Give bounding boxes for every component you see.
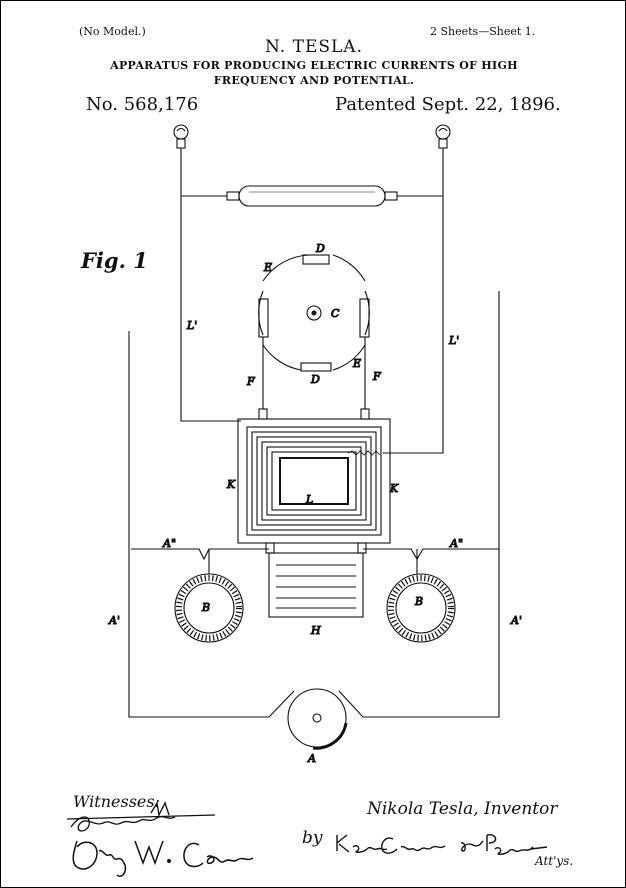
label-d-bottom: D — [310, 373, 320, 386]
label-b-left: B — [201, 601, 210, 614]
no-model-note: (No Model.) — [79, 25, 146, 38]
label-b-right: B — [414, 595, 423, 608]
label-e-right: E — [352, 357, 361, 370]
lamp-right-icon — [435, 124, 451, 153]
witnesses-heading: Witnesses: — [73, 792, 160, 811]
label-f-right: F — [372, 370, 381, 383]
inventor-signature: Nikola Tesla, Inventor — [367, 799, 558, 819]
generator-a-icon — [287, 688, 348, 750]
inventor-heading: N. TESLA. — [265, 37, 363, 57]
label-d-top: D — [315, 242, 325, 255]
lamp-left-icon — [173, 124, 189, 153]
figure-label: Fig. 1 — [81, 248, 148, 273]
witness-signature-2 — [72, 840, 254, 877]
label-a: A — [307, 752, 316, 765]
label-l: L — [305, 493, 313, 506]
label-h: H — [310, 624, 321, 637]
label-a-prime-left: A' — [108, 614, 120, 627]
label-f-left: F — [246, 375, 255, 388]
label-a-double-left: A" — [162, 537, 176, 550]
vacuum-tube-icon — [181, 185, 443, 207]
label-l-prime-right: L' — [448, 334, 459, 347]
patent-date: Patented Sept. 22, 1896. — [335, 94, 561, 115]
line-a-double-left — [131, 548, 269, 561]
toroid-coil-left-icon — [174, 573, 244, 643]
terminal-top-right — [360, 408, 370, 420]
outer-wire-left — [128, 331, 295, 718]
terminal-bottom-right — [357, 542, 367, 554]
capacitor-h-icon — [268, 552, 364, 618]
transformer-coil-icon — [237, 418, 391, 544]
commutator-disc-icon — [258, 254, 370, 372]
label-a-double-right: A" — [449, 537, 463, 550]
label-c: C — [331, 307, 340, 320]
terminal-bottom-left — [265, 542, 275, 554]
patent-title-line-2: FREQUENCY AND POTENTIAL. — [213, 74, 415, 87]
patent-number: No. 568,176 — [86, 94, 199, 115]
sheet-count: 2 Sheets—Sheet 1. — [430, 25, 536, 38]
line-l-prime-right — [383, 153, 444, 454]
attys-label: Att'ys. — [535, 854, 574, 868]
outer-wire-right — [338, 291, 500, 718]
label-e-left: E — [263, 261, 272, 274]
patent-title-line-1: APPARATUS FOR PRODUCING ELECTRIC CURRENT… — [110, 59, 518, 72]
label-k-left: K — [226, 478, 236, 491]
by-label: by — [302, 828, 323, 848]
label-k-right: K — [389, 482, 399, 495]
line-a-double-right — [363, 548, 499, 561]
witness-signature-1 — [66, 801, 216, 832]
label-a-prime-right: A' — [510, 614, 522, 627]
line-l-prime-left — [180, 153, 241, 422]
terminal-top-left — [258, 408, 268, 420]
label-l-prime-left: L' — [186, 319, 197, 332]
toroid-coil-right-icon — [386, 573, 456, 643]
attorneys-signature — [336, 834, 548, 856]
